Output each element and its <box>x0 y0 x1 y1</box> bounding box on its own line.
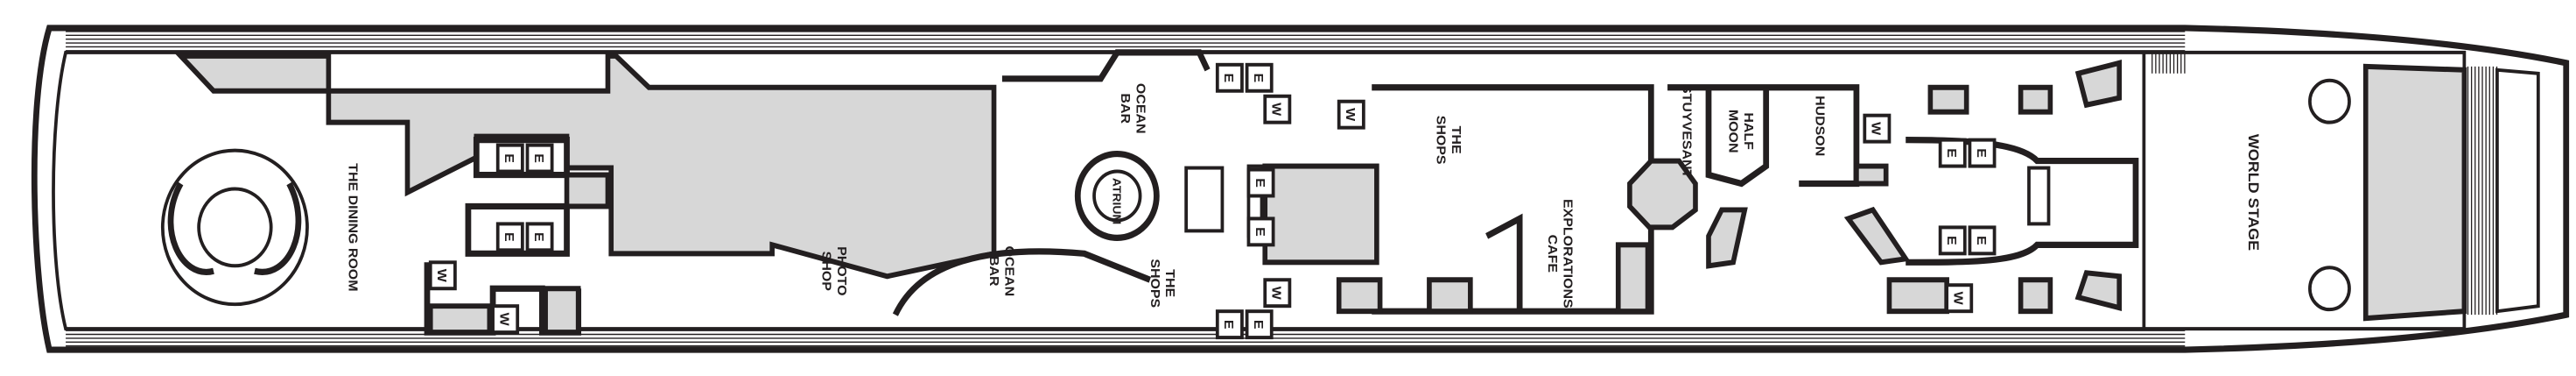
svg-text:E: E <box>1221 73 1235 82</box>
room-label-half-moon: HALFMOON <box>1726 110 1756 153</box>
washroom-icon: W <box>1263 278 1292 309</box>
elevator-icon: E <box>525 143 554 174</box>
washroom-icon: W <box>428 260 457 291</box>
svg-text:W: W <box>1343 108 1357 121</box>
atrium-ring <box>1074 150 1160 241</box>
elevator-icon: E <box>1938 138 1967 168</box>
room-label-explorations-cafe: EXPLORATIONSCAFE <box>1545 199 1575 309</box>
bow-area <box>2144 50 2540 331</box>
room-label-the-shops-small: THESHOPS <box>1148 259 1177 308</box>
room-label-photo-shop: PHOTOSHOP <box>819 246 849 295</box>
elevator-icon: E <box>1215 309 1244 340</box>
room-label-hudson: HUDSON <box>1812 96 1826 156</box>
washroom-icon: W <box>1863 113 1892 144</box>
washroom-icon: W <box>1337 99 1365 130</box>
elevator-icon: E <box>525 222 554 252</box>
elevator-icon: E <box>1246 216 1275 247</box>
room-label-world-stage: WORLD STAGE <box>2245 134 2262 251</box>
lounge-area <box>1627 84 1969 315</box>
room-label-ocean-bar-upper: OCEANBAR <box>1118 83 1148 134</box>
svg-text:E: E <box>1944 236 1958 245</box>
svg-text:W: W <box>497 313 511 326</box>
svg-text:E: E <box>1251 320 1265 330</box>
atrium-area <box>892 49 1379 316</box>
svg-text:E: E <box>1253 178 1267 188</box>
dining-area <box>160 53 997 336</box>
room-label-stuyvesant: STUYVESANT <box>1679 84 1693 179</box>
svg-text:E: E <box>1974 236 1988 245</box>
deck-planking <box>66 31 2498 351</box>
svg-text:W: W <box>1269 287 1283 300</box>
elevator-icon: E <box>495 143 524 174</box>
svg-text:W: W <box>434 269 448 282</box>
elevator-icon: E <box>1246 167 1275 198</box>
pillar-icon <box>2308 266 2351 312</box>
svg-text:E: E <box>502 232 516 242</box>
dining-staircase <box>160 148 309 307</box>
svg-text:E: E <box>502 153 516 163</box>
elevator-icon: E <box>1968 225 1997 256</box>
svg-text:E: E <box>531 232 545 242</box>
svg-text:E: E <box>531 153 545 163</box>
room-labels: THE DINING ROOM PHOTOSHOP OCEANBAR OCEANBAR… <box>345 83 2262 309</box>
elevator-icon: E <box>1215 62 1244 93</box>
pillar-icon <box>2308 78 2351 124</box>
aft-stairwell <box>465 137 611 257</box>
elevator-icon: E <box>1245 309 1274 340</box>
svg-text:E: E <box>1944 148 1958 158</box>
washroom-icon: W <box>1263 94 1292 124</box>
svg-text:E: E <box>1974 148 1988 158</box>
washroom-icon: W <box>1945 283 1974 314</box>
svg-text:W: W <box>1951 292 1965 305</box>
shops-area <box>1336 84 1654 315</box>
svg-text:E: E <box>1251 73 1265 82</box>
room-label-dining-room: THE DINING ROOM <box>345 163 359 291</box>
svg-text:E: E <box>1253 227 1267 237</box>
room-label-ocean-bar-lower: OCEANBAR <box>986 245 1016 296</box>
hull <box>31 25 2570 353</box>
elevator-icon: E <box>495 222 524 252</box>
svg-text:W: W <box>1869 122 1883 135</box>
room-label-atrium: ATRIUM <box>1111 178 1124 224</box>
elevator-icon: E <box>1938 225 1967 256</box>
room-label-the-shops-large: THESHOPS <box>1434 116 1463 165</box>
washroom-icon: W <box>491 304 520 335</box>
forward-stairwell <box>1906 60 2139 315</box>
svg-text:E: E <box>1221 320 1235 330</box>
svg-text:W: W <box>1269 103 1283 116</box>
elevator-icon: E <box>1245 62 1274 93</box>
elevator-icon: E <box>1968 138 1997 168</box>
service-markers: E E E E W W E E E E E E W W W E E E E W W <box>428 62 1997 340</box>
